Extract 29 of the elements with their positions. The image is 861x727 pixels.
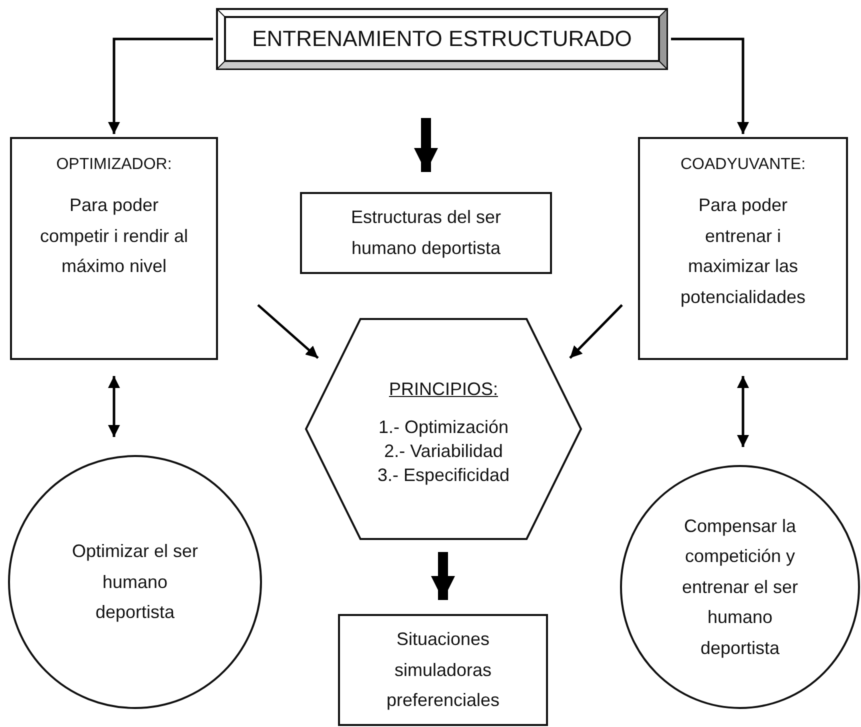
heading: COADYUVANTE:: [680, 155, 806, 175]
arrow: [737, 376, 749, 447]
body-text: Para poder competir i rendir al máximo nivel: [39, 194, 189, 278]
body-text: Estructuras del ser humano deportista: [350, 206, 502, 260]
arrow: [414, 118, 438, 172]
body-text: ENTRENAMIENTO ESTRUCTURADO: [252, 25, 632, 54]
text-box: [638, 137, 848, 360]
heading: OPTIMIZADOR:: [56, 155, 172, 175]
arrow: [257, 304, 319, 359]
list-item: 1.- Optimización: [378, 416, 509, 439]
body-text: Optimizar el ser humano deportista: [70, 540, 200, 624]
principles-hexagon: [305, 318, 582, 540]
body-text: Para poder entrenar i maximizar las potencialidades: [679, 194, 807, 309]
list-item: 2.- Variabilidad: [384, 440, 503, 463]
arrow: [671, 38, 749, 134]
body-text: Compensar la competición y entrenar el ser humano deportista: [680, 514, 800, 660]
arrow: [569, 304, 623, 359]
outcome-circle: [8, 455, 262, 709]
body-text: Situaciones simuladoras preferenciales: [385, 628, 501, 712]
outcome-circle: [620, 465, 860, 709]
list-item: 3.- Especificidad: [377, 464, 510, 488]
text-box: [10, 137, 218, 360]
arrow: [108, 38, 213, 134]
heading: PRINCIPIOS:: [388, 378, 498, 401]
text-box: [300, 192, 552, 274]
title-box: [216, 8, 668, 70]
arrow: [108, 376, 120, 437]
text-box: [338, 614, 548, 726]
arrow: [431, 552, 455, 600]
